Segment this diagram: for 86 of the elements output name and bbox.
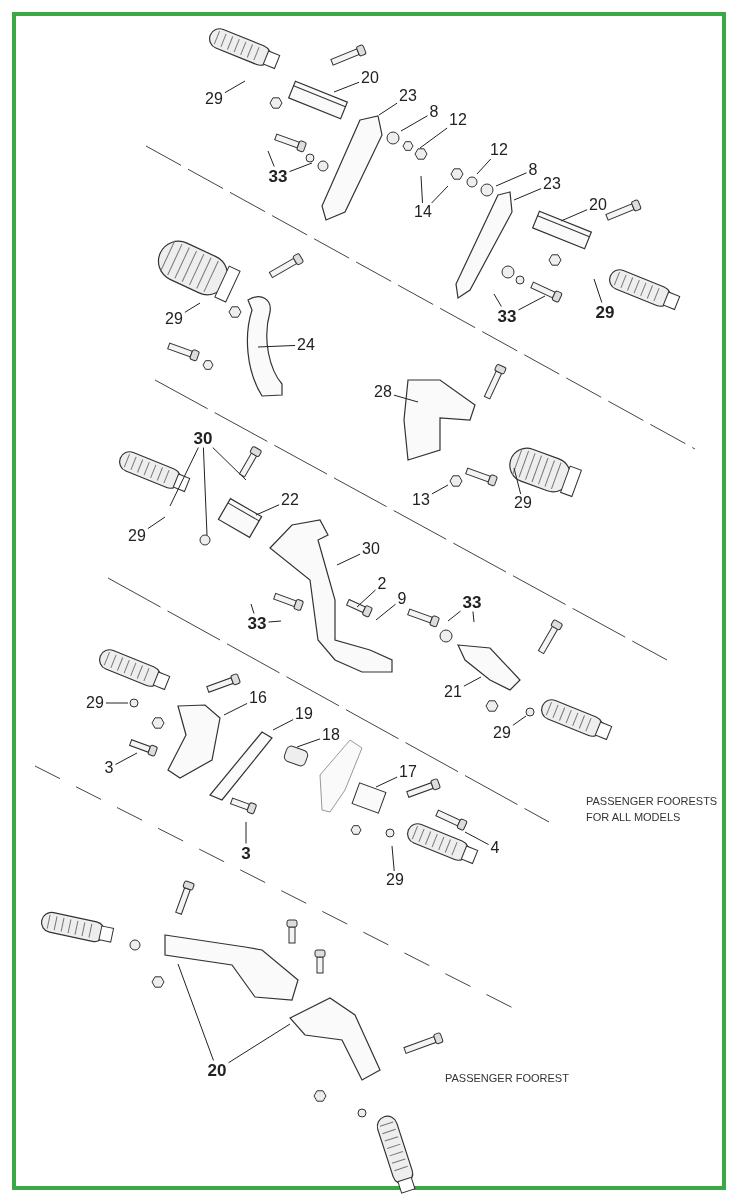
callout-number: 13 [411,492,431,508]
leader-line [420,175,423,204]
callout-number: 33 [267,167,289,185]
leader-line [257,344,296,348]
leader-line [593,278,603,303]
leader-line [250,603,255,614]
leader-line [378,102,398,116]
leader-line [431,484,449,495]
callout-number: 2 [376,576,388,592]
callout-number: 30 [361,541,381,557]
leader-line [356,589,377,608]
callout-number: 29 [204,91,224,107]
callout-number: 29 [127,528,147,544]
callout-number: 14 [413,204,433,220]
callout-number: 30 [192,429,214,447]
leader-line [493,293,502,307]
leader-line [227,1023,291,1064]
callout-number: 24 [296,337,316,353]
leader-line [267,620,282,623]
leader-line [223,702,248,716]
leader-line [212,447,247,481]
leader-line [464,831,490,846]
leader-line [476,158,492,175]
leader-line [560,209,588,222]
callout-number: 3 [240,844,252,862]
callout-number: 19 [294,706,314,722]
note-text: PASSENGER FOORESTS FOR ALL MODELS [586,794,719,825]
callout-number: 33 [496,307,518,325]
leader-line [391,845,395,872]
leader-line [296,738,321,748]
leader-line [224,80,246,94]
callout-number: 16 [248,690,268,706]
leader-line [393,394,419,403]
callout-number: 23 [542,176,562,192]
leader-line [513,467,522,495]
callout-number: 28 [373,384,393,400]
leader-line [267,150,275,167]
callout-number: 8 [428,104,440,120]
leader-line [184,302,201,313]
callout-number: 12 [489,142,509,158]
callout-number: 29 [492,725,512,741]
leader-line [400,115,429,132]
callout-number: 8 [527,162,539,178]
leader-line [513,188,542,201]
leader-line [105,702,129,704]
callout-number: 29 [164,311,184,327]
callout-number: 3 [103,760,115,776]
callout-number: 29 [594,303,616,321]
callout-number: 29 [385,872,405,888]
leader-line [177,963,214,1061]
callout-number: 20 [360,70,380,86]
leader-line [495,172,528,187]
leader-line [147,516,166,530]
callout-number: 29 [513,495,533,511]
leader-line [169,447,199,507]
callout-number: 20 [206,1061,228,1079]
callout-number: 12 [448,112,468,128]
note-text: PASSENGER FOOREST [445,1071,570,1086]
leader-line [255,504,280,516]
callout-number: 18 [321,727,341,743]
leader-line [431,185,449,204]
callout-number: 29 [85,695,105,711]
leader-line [202,447,208,536]
callout-number: 17 [398,764,418,780]
leader-line [288,162,313,173]
leader-line [336,553,361,566]
leader-line [447,610,462,622]
leader-line [375,603,397,621]
callout-number: 33 [461,593,483,611]
callout-number: 23 [398,88,418,104]
leader-line [114,752,138,766]
leader-line [245,821,247,844]
callout-number: 21 [443,684,463,700]
callout-number: 9 [396,591,408,607]
leader-line [272,719,294,731]
callout-number: 33 [246,614,268,632]
callout-number: 20 [588,197,608,213]
leader-line [472,611,475,623]
callout-number: 4 [489,840,501,856]
leader-line [419,127,448,149]
leader-line [517,295,546,311]
leader-line [375,776,398,788]
leader-line [463,676,482,687]
callout-number: 22 [280,492,300,508]
leader-line [512,715,527,726]
leader-line [333,81,360,93]
